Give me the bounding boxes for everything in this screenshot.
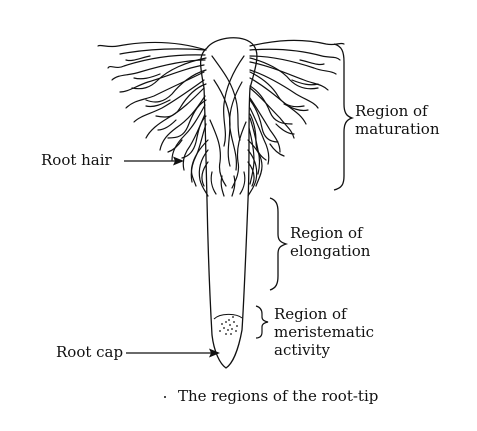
caption-bullet (164, 396, 166, 398)
maturation-label-line1: Region of (355, 102, 428, 120)
maturation-label-line2: maturation (355, 120, 440, 138)
root-cap-arrowhead (209, 348, 220, 358)
meristematic-brace (255, 305, 269, 339)
meristematic-label-line2: meristematic (274, 323, 375, 341)
elongation-label-line1: Region of (290, 224, 363, 242)
elongation-label-line2: elongation (290, 242, 371, 260)
root-cap-label: Root cap (56, 343, 124, 361)
maturation-brace (333, 43, 355, 191)
elongation-brace (269, 197, 289, 291)
meristematic-label-line3: activity (274, 341, 330, 359)
root-hairs (97, 39, 345, 197)
root-hair-arrowhead (173, 156, 184, 166)
root-hair-label: Root hair (41, 151, 112, 169)
meristem-stipple (219, 316, 238, 335)
root-cap-boundary (213, 313, 243, 320)
meristematic-label-line1: Region of (274, 305, 347, 323)
figure-caption: The regions of the root-tip (178, 387, 379, 405)
root-body-outline (199, 37, 258, 369)
